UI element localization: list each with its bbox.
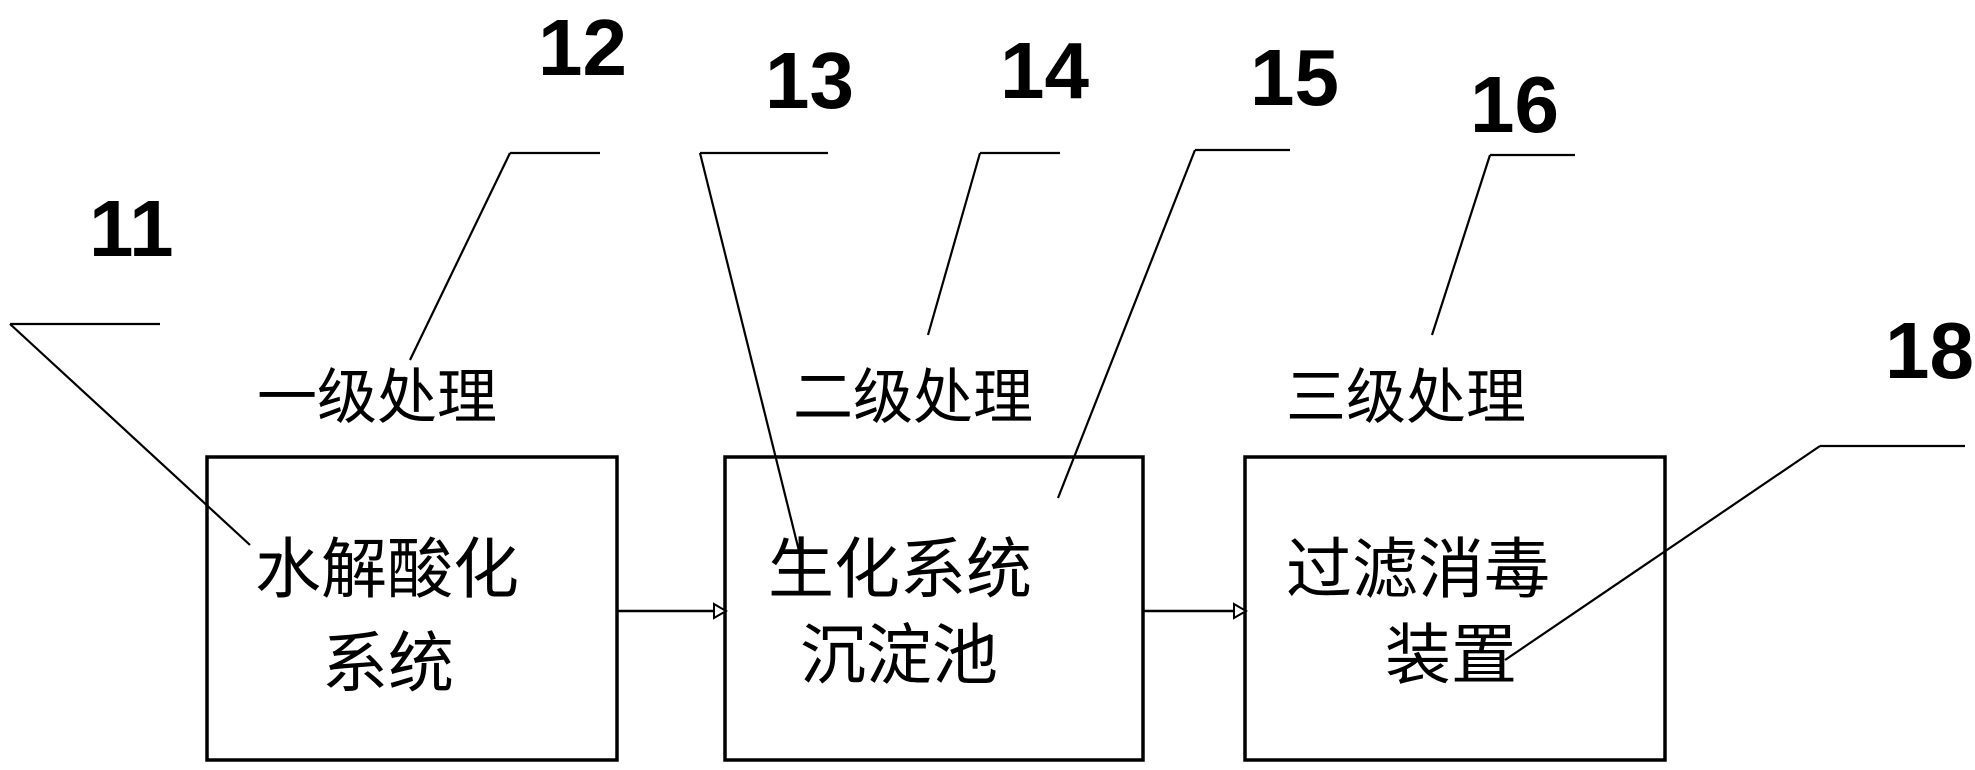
flow-arrow-1-head [713,602,728,620]
leader-15 [1056,148,1290,499]
biochemical-box-line-2: 沉淀池 [800,617,998,694]
hydrolysis-acidification-box [205,455,619,762]
leader-14 [926,151,1060,336]
ref-number-16: 16 [1470,60,1559,149]
leader-12 [409,151,600,361]
stage-label-tertiary: 三级处理 [1286,363,1526,433]
biochemical-system-box [723,455,1145,762]
stage-label-primary: 一级处理 [257,363,497,433]
ref-number-14: 14 [1000,26,1089,115]
stage-label-secondary: 二级处理 [793,363,1033,433]
filtration-box-line-2: 装置 [1385,617,1517,694]
biochemical-box-line-1: 生化系统 [768,531,1032,608]
leader-16 [1430,153,1575,336]
ref-number-11: 11 [89,184,174,273]
hydrolysis-box-line-1: 水解酸化 [255,531,519,608]
hydrolysis-box-line-2: 系统 [322,625,454,702]
filtration-disinfection-box [1243,455,1667,762]
leader-18 [1504,444,1965,661]
filtration-box-line-1: 过滤消毒 [1286,531,1550,608]
ref-number-12: 12 [538,3,627,92]
flow-arrow-2-head [1233,602,1248,620]
ref-number-13: 13 [765,36,854,125]
ref-number-15: 15 [1250,33,1339,122]
leader-13 [698,151,828,556]
leader-11 [9,322,251,546]
ref-number-18: 18 [1885,306,1974,395]
